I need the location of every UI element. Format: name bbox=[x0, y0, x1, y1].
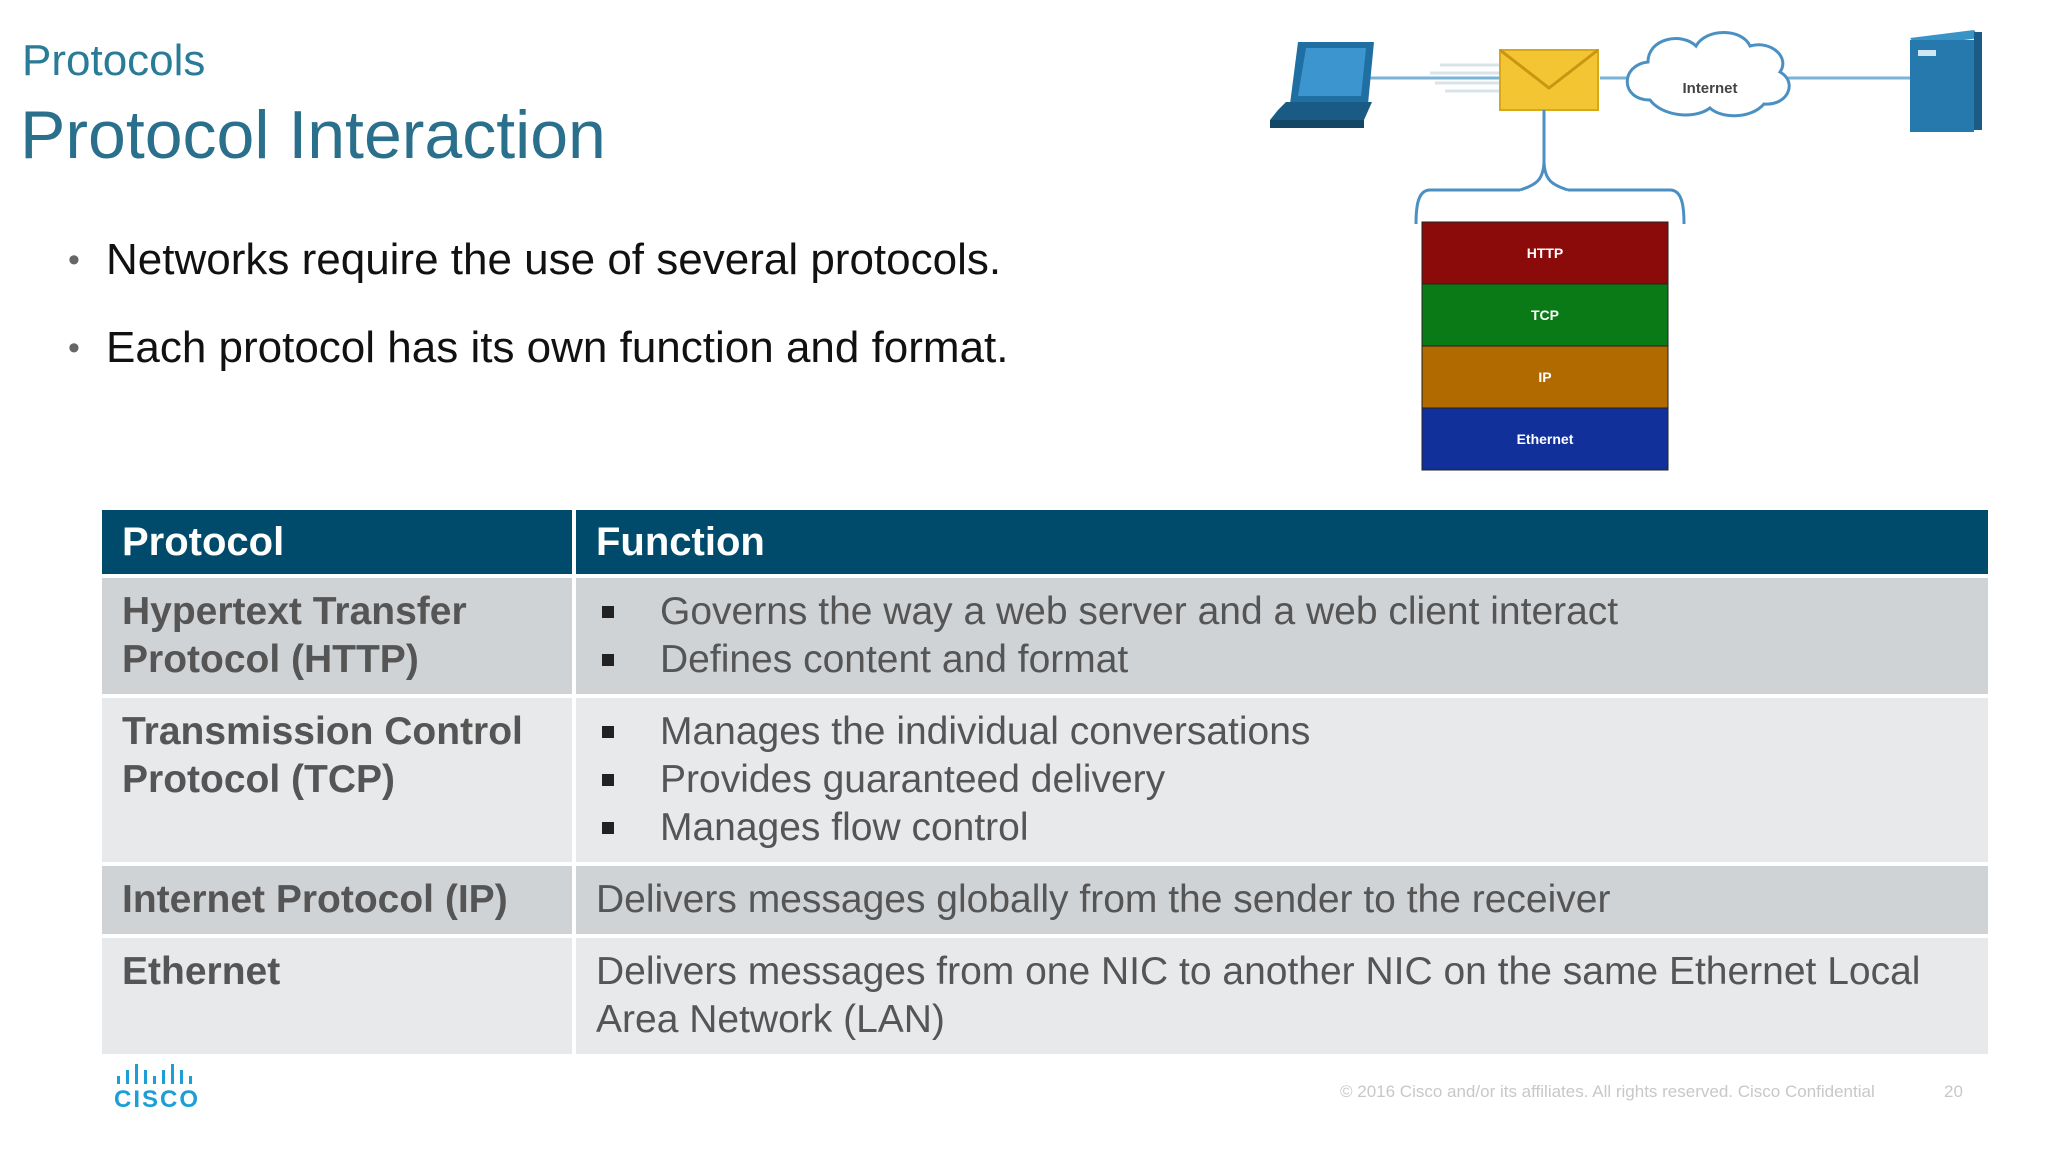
envelope-icon bbox=[1499, 48, 1599, 111]
function-cell: Delivers messages from one NIC to anothe… bbox=[576, 938, 1988, 1058]
laptop-icon bbox=[1270, 42, 1374, 128]
protocol-stack: HTTP TCP IP Ethernet bbox=[1421, 221, 1669, 471]
function-cell: Governs the way a web server and a web c… bbox=[576, 578, 1988, 698]
table-header-row: Protocol Function bbox=[102, 510, 1988, 578]
stack-layer-ethernet: Ethernet bbox=[1517, 431, 1574, 447]
section-label: Protocols bbox=[22, 36, 206, 85]
bracket-icon bbox=[1414, 110, 1686, 225]
bullet-item: •Networks require the use of several pro… bbox=[66, 232, 1066, 288]
stack-layer-ip: IP bbox=[1538, 369, 1551, 385]
table-row: Ethernet Delivers messages from one NIC … bbox=[102, 938, 1988, 1058]
cisco-logo: CISCO bbox=[112, 1062, 202, 1113]
cisco-bars-icon bbox=[117, 1064, 192, 1084]
protocol-cell: Ethernet bbox=[102, 938, 576, 1058]
protocol-table: Protocol Function Hypertext Transfer Pro… bbox=[102, 510, 1988, 1058]
copyright-text: © 2016 Cisco and/or its affiliates. All … bbox=[1340, 1082, 1875, 1101]
table-row: Hypertext Transfer Protocol (HTTP) Gover… bbox=[102, 578, 1988, 698]
slide-title: Protocol Interaction bbox=[20, 97, 606, 173]
server-icon bbox=[1910, 30, 1982, 132]
page-number: 20 bbox=[1944, 1082, 1963, 1101]
protocol-cell: Hypertext Transfer Protocol (HTTP) bbox=[102, 578, 576, 698]
protocol-cell: Internet Protocol (IP) bbox=[102, 866, 576, 938]
motion-lines-icon bbox=[1430, 63, 1500, 93]
function-item: Governs the way a web server and a web c… bbox=[596, 588, 1968, 636]
internet-cloud-icon: Internet bbox=[1625, 31, 1791, 118]
stack-layer-http: HTTP bbox=[1527, 245, 1564, 261]
table-row: Transmission Control Protocol (TCP) Mana… bbox=[102, 698, 1988, 866]
bullet-list: •Networks require the use of several pro… bbox=[66, 232, 1066, 408]
table-row: Internet Protocol (IP) Delivers messages… bbox=[102, 866, 1988, 938]
protocol-cell: Transmission Control Protocol (TCP) bbox=[102, 698, 576, 866]
function-item: Manages flow control bbox=[596, 804, 1968, 852]
function-item: Defines content and format bbox=[596, 636, 1968, 684]
header-function: Function bbox=[576, 510, 1988, 578]
bullet-item: •Each protocol has its own function and … bbox=[66, 320, 1066, 376]
function-item: Manages the individual conversations bbox=[596, 708, 1968, 756]
function-cell: Manages the individual conversations Pro… bbox=[576, 698, 1988, 866]
bullet-dot-icon: • bbox=[68, 241, 80, 279]
stack-layer-tcp: TCP bbox=[1531, 307, 1559, 323]
function-item: Provides guaranteed delivery bbox=[596, 756, 1968, 804]
function-cell: Delivers messages globally from the send… bbox=[576, 866, 1988, 938]
cloud-label: Internet bbox=[1682, 80, 1737, 97]
header-protocol: Protocol bbox=[102, 510, 576, 578]
cisco-wordmark: CISCO bbox=[113, 1086, 200, 1113]
protocol-stack-diagram: Internet HTTP TCP IP Ethernet bbox=[1250, 10, 2010, 480]
bullet-dot-icon: • bbox=[68, 329, 80, 367]
